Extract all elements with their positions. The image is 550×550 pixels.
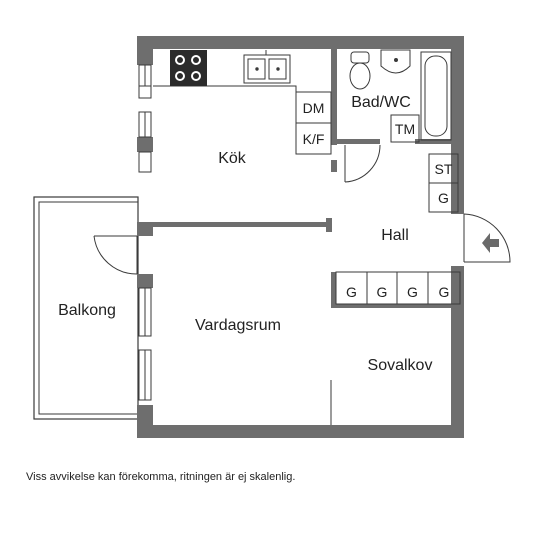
wardrobe-label: G	[438, 190, 449, 206]
toilet-icon	[349, 51, 371, 90]
dishwasher-label: DM	[303, 100, 325, 116]
room-label-kitchen: Kök	[218, 150, 247, 167]
room-label-bathroom: Bad/WC	[351, 94, 411, 111]
windows	[138, 64, 152, 401]
fridge-freezer: K/F	[295, 122, 332, 155]
bathtub-icon	[420, 51, 452, 141]
dishwasher: DM	[295, 91, 332, 124]
washing-machine-label: TM	[395, 121, 415, 137]
window-living-2	[138, 349, 152, 401]
storage-label: ST	[435, 161, 453, 177]
wardrobe-row-label: G	[346, 284, 357, 300]
entry-door	[463, 213, 511, 263]
interior-walls	[153, 49, 464, 308]
bathroom-door	[344, 144, 381, 183]
room-label-sleeping-alcove: Sovalkov	[368, 357, 433, 374]
window-living-1	[138, 287, 152, 337]
balcony	[33, 196, 139, 420]
washing-machine: TM	[390, 114, 420, 143]
wardrobe-row-label: G	[439, 284, 450, 300]
wardrobe-row: G G G G	[335, 271, 461, 305]
stove-icon	[170, 50, 207, 86]
window-kitchen	[138, 111, 152, 173]
entry-arrow-icon	[482, 233, 499, 253]
window-top	[138, 64, 152, 99]
fridge-freezer-label: K/F	[303, 131, 325, 147]
balcony-door	[93, 235, 138, 275]
room-label-balcony: Balkong	[58, 302, 116, 319]
wardrobe-row-label: G	[377, 284, 388, 300]
wardrobe-row-label: G	[407, 284, 418, 300]
wardrobe: G	[428, 182, 459, 213]
outer-walls	[137, 36, 464, 438]
room-label-hall: Hall	[381, 227, 409, 244]
disclaimer-text: Viss avvikelse kan förekomma, ritningen …	[26, 471, 296, 483]
washbasin-icon	[380, 49, 411, 74]
room-label-living-room: Vardagsrum	[195, 317, 281, 334]
kitchen-sink-icon	[243, 50, 291, 84]
